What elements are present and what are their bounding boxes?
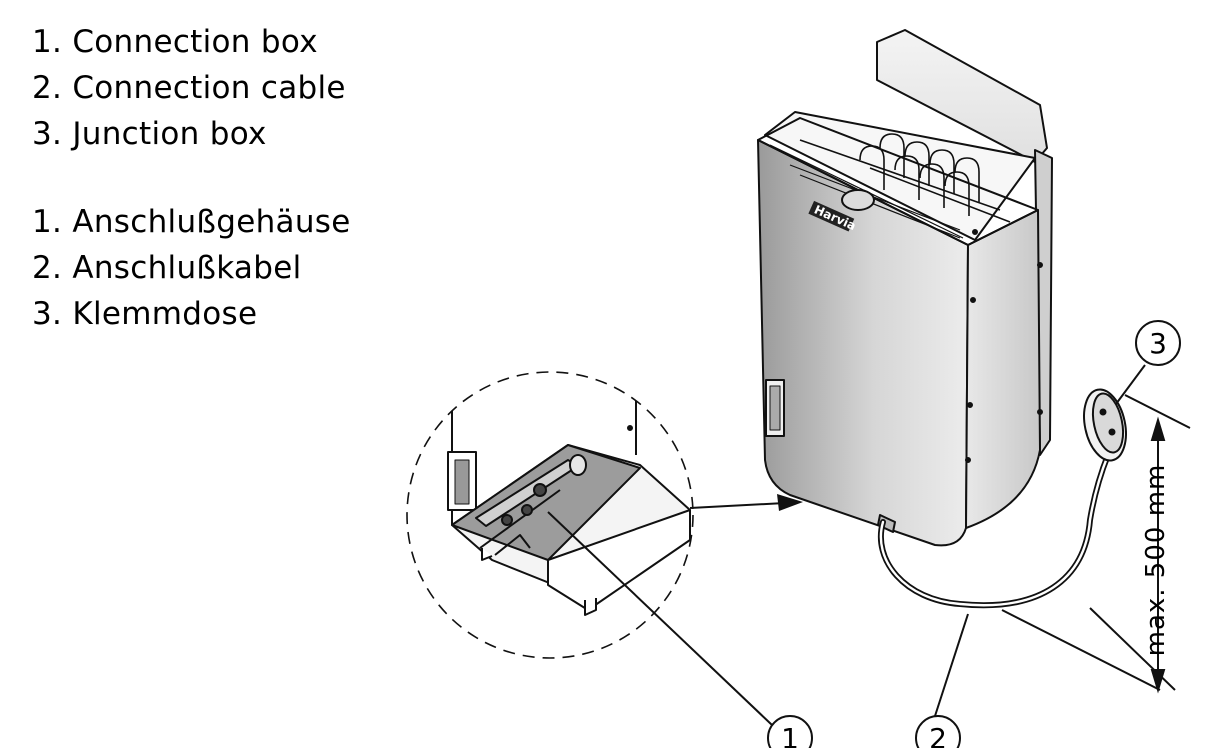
detail-view [406,371,803,659]
legend-english: 1. Connection box 2. Connection cable 3.… [32,19,346,157]
leader-line [934,613,969,717]
svg-text:1: 1 [781,722,799,748]
callout-1: 1 [767,715,813,748]
callout-2: 2 [915,715,961,748]
legend-item: 3. Junction box [32,116,267,152]
leader-line [547,511,773,726]
legend-item: 2. Anschlußkabel [32,250,302,286]
sauna-heater [757,29,1053,547]
svg-text:3: 3 [1149,327,1167,360]
leader-line [1115,364,1146,405]
legend-german: 1. Anschlußgehäuse 2. Anschlußkabel 3. K… [32,199,351,337]
height-dimension [1001,394,1191,694]
legend-item: 3. Klemmdose [32,296,258,332]
svg-text:2: 2 [929,722,947,748]
heating-elements [799,133,1011,223]
dimension-label: max. 500 mm [1141,464,1171,657]
legend-item: 1. Connection box [32,24,318,60]
legend-item: 2. Connection cable [32,70,346,106]
callout-3: 3 [1135,320,1181,366]
legend-item: 1. Anschlußgehäuse [32,204,351,240]
junction-box [1083,388,1127,462]
